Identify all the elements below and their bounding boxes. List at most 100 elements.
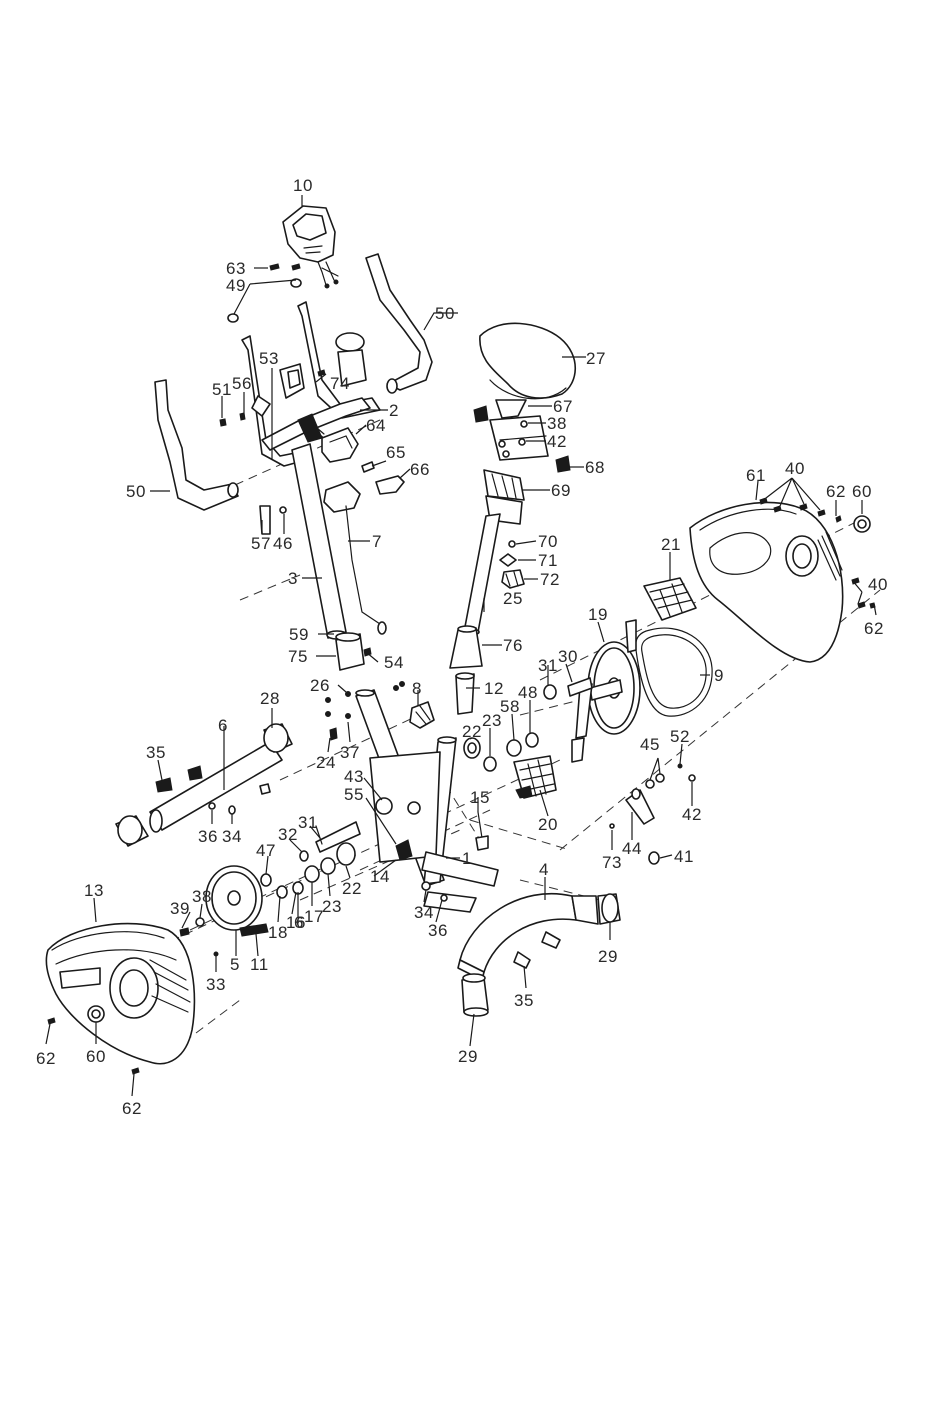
part-label-46: 46 [273,534,293,553]
frame-fasteners [326,673,475,740]
part-label-62-top: 62 [826,482,846,501]
part-label-56: 56 [232,374,252,393]
part-label-1: 1 [462,849,472,868]
part-label-7: 7 [372,532,382,551]
handlebar-post-part [292,444,347,639]
part-label-20: 20 [538,815,558,834]
part-label-17: 17 [304,907,324,926]
part-label-22-left: 22 [342,879,362,898]
part-label-71: 71 [538,551,558,570]
part-label-57: 57 [251,534,271,553]
part-label-35-rear: 35 [514,991,534,1010]
part-label-62-bottom: 62 [122,1099,142,1118]
part-label-38-top: 38 [547,414,567,433]
part-label-34-front: 34 [222,827,242,846]
part-label-33: 33 [206,975,226,994]
part-label-31-left: 31 [298,813,318,832]
part-label-47: 47 [256,841,276,860]
part-label-5: 5 [230,955,240,974]
part-label-22-right: 22 [462,722,482,741]
part-label-39: 39 [170,899,190,918]
part-label-62-right: 62 [864,619,884,638]
left-pedal-part [514,756,556,798]
seat-part [480,323,575,398]
part-label-59: 59 [289,625,309,644]
part-label-4: 4 [539,860,549,879]
part-label-30: 30 [558,647,578,666]
part-label-32: 32 [278,825,298,844]
right-pedal-part [626,578,696,652]
part-label-23-left: 23 [322,897,342,916]
part-label-52: 52 [670,727,690,746]
belt-part [636,628,713,716]
part-label-66: 66 [410,460,430,479]
part-label-35-front: 35 [146,743,166,762]
part-label-69: 69 [551,481,571,500]
part-label-28: 28 [260,689,280,708]
part-label-76: 76 [503,636,523,655]
part-label-58: 58 [500,697,520,716]
part-label-34-rear: 34 [414,903,434,922]
part-label-15: 15 [470,788,490,807]
part-label-36-front: 36 [198,827,218,846]
part-label-27: 27 [586,349,606,368]
part-label-50-left: 50 [126,482,146,501]
part-label-75: 75 [288,647,308,666]
part-label-36-rear: 36 [428,921,448,940]
part-label-38-left: 38 [192,887,212,906]
part-label-42-top: 42 [547,432,567,451]
part-label-24: 24 [316,753,336,772]
part-label-65: 65 [386,443,406,462]
part-label-3: 3 [288,569,298,588]
pulley-crank-part [572,642,640,762]
part-label-18: 18 [268,923,288,942]
sensor-part [476,812,488,850]
part-label-51: 51 [212,380,232,399]
part-label-60-left: 60 [86,1047,106,1066]
console-part [283,206,338,288]
part-label-23-right: 23 [482,711,502,730]
part-label-54: 54 [384,653,404,672]
part-label-70: 70 [538,532,558,551]
part-label-10: 10 [293,176,313,195]
part-label-12: 12 [484,679,504,698]
part-label-40-top: 40 [785,459,805,478]
part-label-2: 2 [389,401,399,420]
bolt-57-46 [260,506,286,534]
part-label-11: 11 [250,955,269,974]
part-label-73: 73 [602,853,622,872]
part-label-14: 14 [370,867,390,886]
part-label-43: 43 [344,767,364,786]
part-label-40-bottom: 40 [868,575,888,594]
part-label-37: 37 [340,743,360,762]
part-label-13: 13 [84,881,104,900]
part-label-72: 72 [540,570,560,589]
right-handlebar-part [366,254,432,393]
part-label-60-right: 60 [852,482,872,501]
part-label-44: 44 [622,839,642,858]
part-label-55: 55 [344,785,364,804]
part-label-29-bottom: 29 [458,1047,478,1066]
part-label-49: 49 [226,276,246,295]
part-label-62-left: 62 [36,1049,56,1068]
seat-bushing-part [450,626,482,668]
part-label-25: 25 [503,589,523,608]
part-label-19: 19 [588,605,608,624]
seat-post-part [463,514,500,635]
part-label-48: 48 [518,683,538,702]
part-label-31-right: 31 [538,656,558,675]
post-bushing-part [336,633,371,670]
part-label-50-right: 50 [435,304,455,323]
part-label-53: 53 [259,349,279,368]
seat-knob-part [500,541,524,588]
part-label-29-right: 29 [598,947,618,966]
part-label-61: 61 [746,466,766,485]
part-label-74: 74 [330,374,350,393]
part-label-6-stabilizer: 6 [218,716,228,735]
left-cover-part [46,924,194,1074]
part-label-21: 21 [661,535,681,554]
part-label-64: 64 [366,416,386,435]
part-label-68: 68 [585,458,605,477]
part-label-9: 9 [714,666,724,685]
